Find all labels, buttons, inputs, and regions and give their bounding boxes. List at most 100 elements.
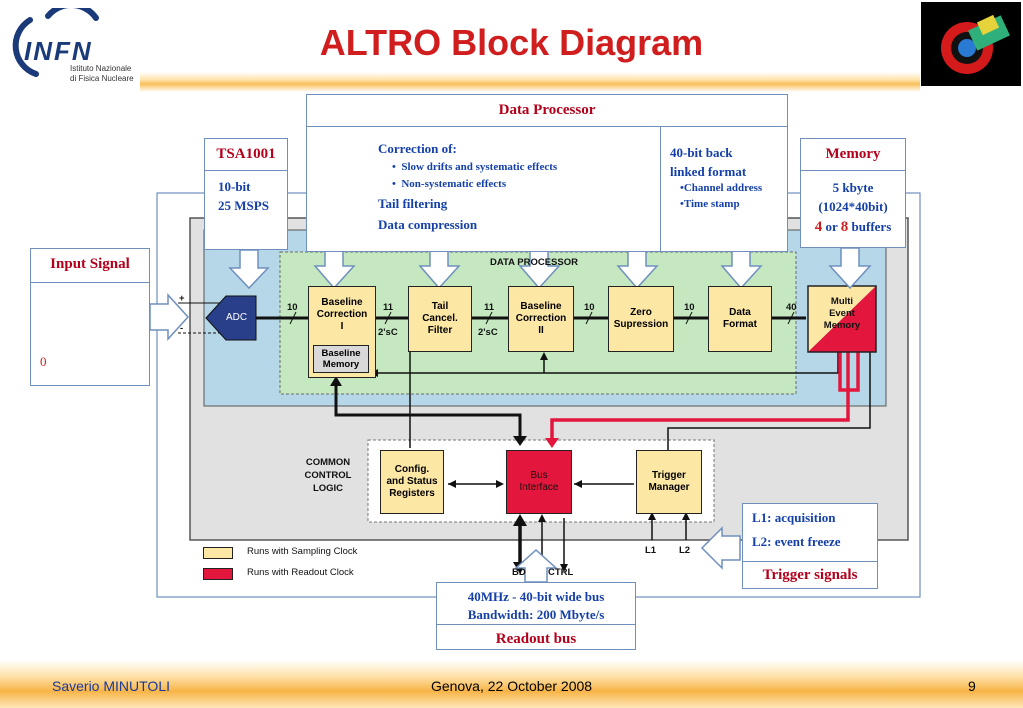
format-line2-text: linked format <box>670 164 747 179</box>
format-line1: Data <box>729 307 751 318</box>
width-label-adc: 10 <box>287 302 298 313</box>
baseline-memory-block: Baseline Memory <box>313 345 369 373</box>
tsa1001-bits: 10-bit <box>218 179 251 194</box>
width-label-format: 40 <box>786 302 797 313</box>
legend-swatch-readout <box>203 568 233 580</box>
footer-author-last: MINUTOLI <box>103 678 170 694</box>
tsa1001-divider <box>204 170 288 171</box>
width-label-tail: 11 <box>484 302 495 313</box>
format-bullet-1-text: Channel address <box>683 182 763 194</box>
input-signal-title: Input Signal <box>50 256 130 272</box>
bc2-line1: Baseline <box>520 301 562 312</box>
memory-divider <box>800 170 906 171</box>
l2-label: L2 <box>679 545 691 556</box>
page-title: ALTRO Block Diagram <box>319 22 704 63</box>
width-label-zero: 10 <box>684 302 695 313</box>
page-number: 9 <box>968 678 976 694</box>
detector-image <box>921 2 1021 86</box>
tail-line1: Tail <box>431 301 449 312</box>
bc2-line2: Correction <box>515 313 567 324</box>
input-signal-callout <box>30 248 150 386</box>
bc2-line3: II <box>538 325 544 336</box>
trig-line1: Trigger <box>652 470 686 481</box>
readout-bus-speed: 40MHz - 40-bit wide bus <box>467 589 605 604</box>
memory-callout <box>800 138 906 248</box>
data-processor-title: Data Processor <box>498 102 596 118</box>
infn-logo: INFN Istituto Nazionale di Fisica Nuclea… <box>8 1 140 86</box>
zero-line1: Zero <box>630 307 652 318</box>
data-processor-divider <box>306 126 788 127</box>
adc-shape <box>205 295 257 341</box>
data-processor-callout <box>306 94 788 252</box>
memory-buffers-n1: 4 <box>814 219 823 235</box>
memory-buffers-or: or <box>822 219 841 234</box>
data-processor-vdivider <box>660 126 661 252</box>
legend-sampling-label: Runs with Sampling Clock <box>247 546 358 557</box>
bus-interface-block: Bus Interface <box>506 450 572 514</box>
width-label-bc2: 10 <box>584 302 595 313</box>
bc1-line2: Correction <box>316 309 368 320</box>
correction-heading: Correction of: <box>378 141 457 156</box>
format-label-bc1: 2'sC <box>378 327 398 338</box>
config-line1: Config. <box>394 464 430 475</box>
mem-line3: Memory <box>823 320 861 331</box>
tsa1001-title: TSA1001 <box>216 146 276 162</box>
mem-line2: Event <box>829 308 855 319</box>
trigger-signals-callout <box>742 503 878 589</box>
trigger-signals-divider <box>742 561 878 562</box>
tsa1001-rate: 25 MSPS <box>218 198 269 213</box>
memory-buffers-word: buffers <box>848 219 892 234</box>
trigger-signals-title: Trigger signals <box>762 567 858 583</box>
bc1-line3: I <box>340 321 344 332</box>
minus-sign: - <box>180 323 184 334</box>
format-bullet-2-text: Time stamp <box>683 198 740 210</box>
trig-line2: Manager <box>648 482 690 493</box>
format-line2: Format <box>723 319 757 330</box>
infn-logo-brand: INFN <box>24 36 93 66</box>
memory-size: 5 kbyte <box>832 180 874 195</box>
width-label-bc1: 11 <box>383 302 394 313</box>
bus-line1: Bus <box>530 470 548 481</box>
tail-cancel-filter-block: Tail Cancel. Filter <box>408 286 472 352</box>
legend-swatch-sampling <box>203 547 233 559</box>
trigger-l2-text: L2: event freeze <box>752 534 841 549</box>
bmem-line1: Baseline <box>321 348 361 359</box>
readout-bus-divider <box>436 624 636 625</box>
config-line2: and Status <box>386 476 438 487</box>
infn-logo-line2: di Fisica Nucleare <box>70 74 134 83</box>
bmem-line2: Memory <box>322 359 360 370</box>
footer-band <box>0 660 1023 708</box>
correction-bullet-2: • Non-systematic effects <box>392 178 507 190</box>
correction-bullet-2-text: Non-systematic effects <box>401 178 507 190</box>
footer-event: Genova, 22 October 2008 <box>430 678 593 694</box>
tsa1001-callout <box>204 138 288 250</box>
config-line3: Registers <box>389 488 435 499</box>
trigger-manager-block: Trigger Manager <box>636 450 702 514</box>
config-status-registers-block: Config. and Status Registers <box>380 450 444 514</box>
correction-bullet-1: • Slow drifts and systematic effects <box>392 161 558 173</box>
memory-title: Memory <box>825 146 881 162</box>
ctrl-label: CTRL <box>548 567 574 578</box>
input-signal-divider <box>30 282 150 283</box>
ccl-line3: LOGIC <box>312 483 344 494</box>
common-control-logic-label: COMMON CONTROL LOGIC <box>296 456 360 495</box>
memory-words: (1024*40bit) <box>818 199 888 214</box>
readout-bus-bandwidth: Bandwidth: 200 Mbyte/s <box>467 607 605 622</box>
mem-line1: Multi <box>830 296 854 307</box>
format-bullet-1: •Channel address <box>680 182 763 194</box>
adc-label: ADC <box>226 312 248 323</box>
bus-line2: Interface <box>519 482 559 493</box>
trigger-l1-text: L1: acquisition <box>752 510 836 525</box>
data-format-block: Data Format <box>708 286 772 352</box>
tail-line2: Cancel. <box>422 313 458 324</box>
multi-event-memory-block: Multi Event Memory <box>808 296 876 332</box>
legend-readout-label: Runs with Readout Clock <box>247 567 354 578</box>
header-band <box>140 72 920 92</box>
correction-bullet-1-text: Slow drifts and systematic effects <box>401 161 558 173</box>
baseline-correction-2-block: Baseline Correction II <box>508 286 574 352</box>
dp-label: DATA PROCESSOR <box>490 257 578 268</box>
plus-sign: + <box>179 293 185 304</box>
tail-filtering-text: Tail filtering <box>378 196 448 211</box>
bd-label: BD <box>512 567 526 578</box>
ccl-line2: CONTROL <box>304 470 352 481</box>
